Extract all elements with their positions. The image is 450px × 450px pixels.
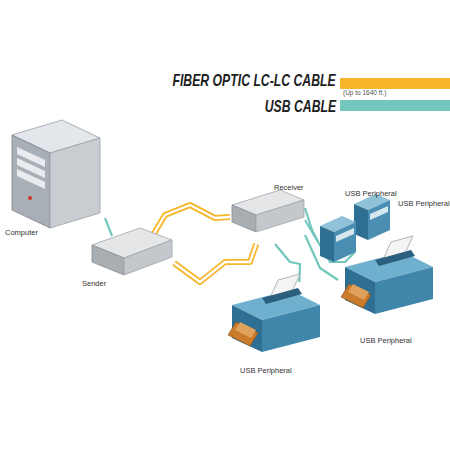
drive-bay bbox=[17, 169, 45, 189]
receiver-front bbox=[232, 205, 256, 232]
computer-side bbox=[50, 138, 100, 228]
fiber-cable bbox=[153, 205, 231, 236]
device-node: Sender bbox=[88, 236, 174, 290]
receiver-side bbox=[256, 200, 304, 232]
legend-swatch bbox=[340, 78, 450, 89]
legend-swatch bbox=[340, 100, 450, 111]
legend-text: USB CABLE bbox=[265, 98, 336, 115]
sender-front bbox=[92, 245, 124, 275]
device-node: USB Peripheral bbox=[228, 282, 323, 380]
fiber-cable-core bbox=[153, 205, 231, 236]
device-label: USB Peripheral bbox=[360, 337, 412, 345]
sender-side bbox=[124, 240, 172, 275]
power-light bbox=[28, 196, 32, 200]
printer-illustration bbox=[341, 236, 433, 314]
fiber-cable bbox=[174, 244, 256, 282]
device-node: USB Peripheral bbox=[318, 190, 403, 262]
fiber-cable-line bbox=[153, 205, 231, 236]
cable-length-note: (Up to 1640 ft.) bbox=[343, 90, 386, 97]
device-node: USB Peripheral bbox=[338, 250, 433, 350]
fiber-cable-core bbox=[174, 244, 256, 282]
legend-text: FIBER OPTIC LC-LC CABLE bbox=[173, 72, 336, 89]
device-label: USB Peripheral bbox=[398, 200, 450, 208]
device-label: Computer bbox=[5, 229, 38, 237]
device-node: Computer bbox=[5, 125, 105, 243]
usb-cable bbox=[105, 218, 112, 236]
computer-front bbox=[12, 135, 50, 228]
device-label: Receiver bbox=[274, 184, 304, 192]
scanner-illustration bbox=[354, 194, 390, 240]
usb-cable-line bbox=[105, 218, 112, 236]
device-label: USB Peripheral bbox=[240, 367, 292, 375]
device-node: USB Peripheral bbox=[350, 197, 450, 252]
fiber-cable-line bbox=[174, 244, 256, 282]
device-node: Receiver bbox=[230, 184, 305, 244]
device-label: USB Peripheral bbox=[345, 190, 397, 198]
printer-illustration bbox=[228, 274, 320, 352]
scanner-illustration bbox=[320, 216, 356, 262]
device-label: Sender bbox=[82, 280, 106, 288]
